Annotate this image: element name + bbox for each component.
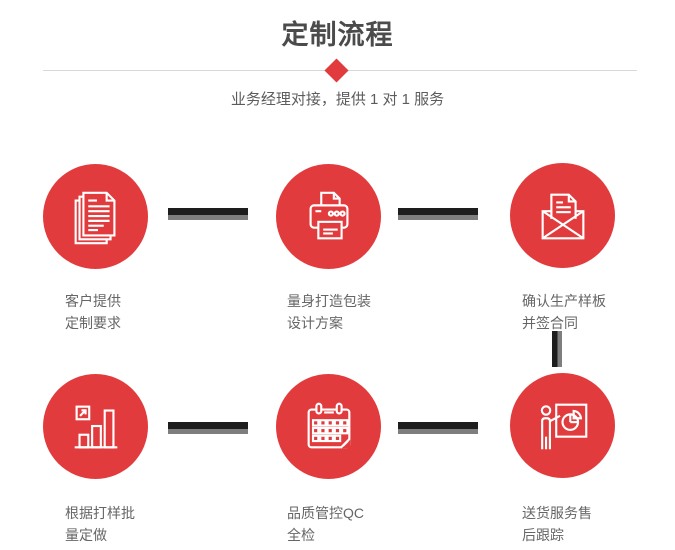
step-label-line: 量身打造包装 xyxy=(287,293,371,309)
connector-step3-step6 xyxy=(552,331,562,367)
step-label-batch-production: 根据打样批 量定做 xyxy=(65,502,135,546)
page-title: 定制流程 xyxy=(281,20,394,50)
printer-icon xyxy=(298,186,360,248)
connector-step4-step5 xyxy=(168,422,248,434)
step-circle-delivery-service xyxy=(510,373,615,478)
documents-icon xyxy=(65,186,127,248)
bar-chart-icon xyxy=(65,396,127,458)
envelope-icon xyxy=(532,185,594,247)
step-label-line: 定制要求 xyxy=(65,315,121,331)
step-label-qc-inspection: 品质管控QC 全检 xyxy=(287,502,364,546)
step-label-line: 并签合同 xyxy=(522,315,578,331)
step-label-sample-contract: 确认生产样板 并签合同 xyxy=(522,290,606,334)
step-label-line: 根据打样批 xyxy=(65,505,135,521)
step-label-delivery-service: 送货服务售 后跟踪 xyxy=(522,502,592,546)
step-circle-packaging-design xyxy=(276,164,381,269)
step-label-line: 品质管控QC xyxy=(287,505,364,521)
section-subtitle: 业务经理对接，提供 1 对 1 服务 xyxy=(230,91,445,108)
step-label-line: 全检 xyxy=(287,527,315,543)
step-label-packaging-design: 量身打造包装 设计方案 xyxy=(287,290,371,334)
presenter-icon xyxy=(532,395,594,457)
step-label-line: 确认生产样板 xyxy=(522,293,606,309)
diamond-icon xyxy=(324,58,349,83)
step-circle-sample-contract xyxy=(510,163,615,268)
step-label-line: 设计方案 xyxy=(287,315,343,331)
step-label-line: 送货服务售 xyxy=(522,505,592,521)
connector-step1-step2 xyxy=(168,208,248,220)
connector-step5-step6 xyxy=(398,422,478,434)
step-circle-customer-requirements xyxy=(43,164,148,269)
calendar-icon xyxy=(298,396,360,458)
step-circle-batch-production xyxy=(43,374,148,479)
connector-step2-step3 xyxy=(398,208,478,220)
step-label-line: 客户提供 xyxy=(65,293,121,309)
step-label-line: 量定做 xyxy=(65,527,107,543)
step-label-line: 后跟踪 xyxy=(522,527,564,543)
step-circle-qc-inspection xyxy=(276,374,381,479)
step-label-customer-requirements: 客户提供 定制要求 xyxy=(65,290,121,334)
